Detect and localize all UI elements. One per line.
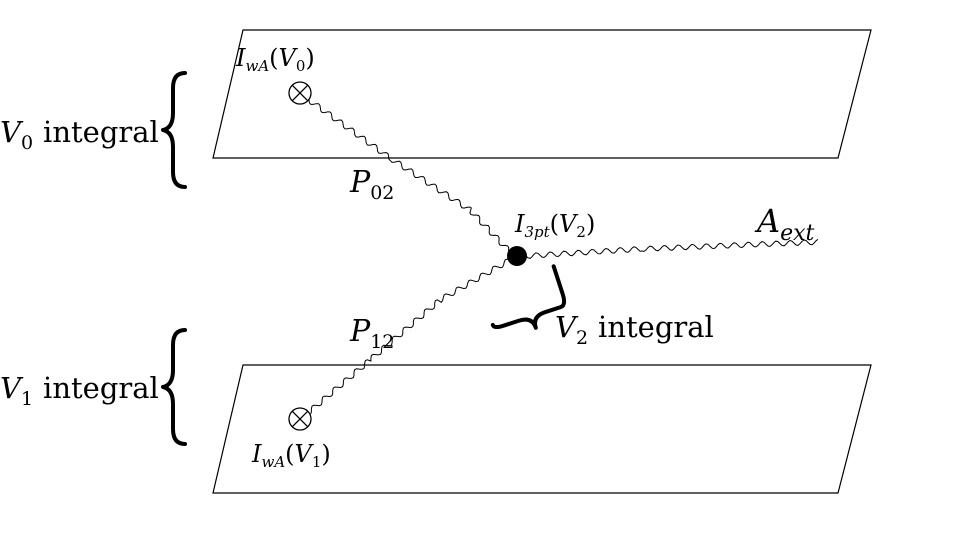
external-field-line bbox=[525, 238, 819, 259]
otimes-vertex-v0 bbox=[288, 81, 312, 105]
a-ext-label: Aext bbox=[754, 202, 815, 246]
p12-label: P12 bbox=[349, 314, 394, 353]
propagator-p12 bbox=[310, 258, 511, 415]
p02-label: P02 bbox=[349, 165, 394, 204]
propagator-p02 bbox=[308, 99, 510, 254]
three-point-vertex-dot bbox=[507, 246, 527, 266]
otimes-vertex-v1 bbox=[288, 407, 312, 431]
iwa-v0-label: IwA(V0) bbox=[235, 44, 315, 75]
brace-v2-integral bbox=[490, 264, 567, 330]
v1-plane bbox=[212, 364, 872, 494]
v0-plane bbox=[212, 29, 872, 159]
brace-v0-integral bbox=[161, 71, 187, 189]
i3pt-v2-label: I3pt(V2) bbox=[514, 210, 595, 241]
brace-v1-integral bbox=[161, 328, 187, 446]
iwa-v1-label: IwA(V1) bbox=[251, 440, 331, 471]
